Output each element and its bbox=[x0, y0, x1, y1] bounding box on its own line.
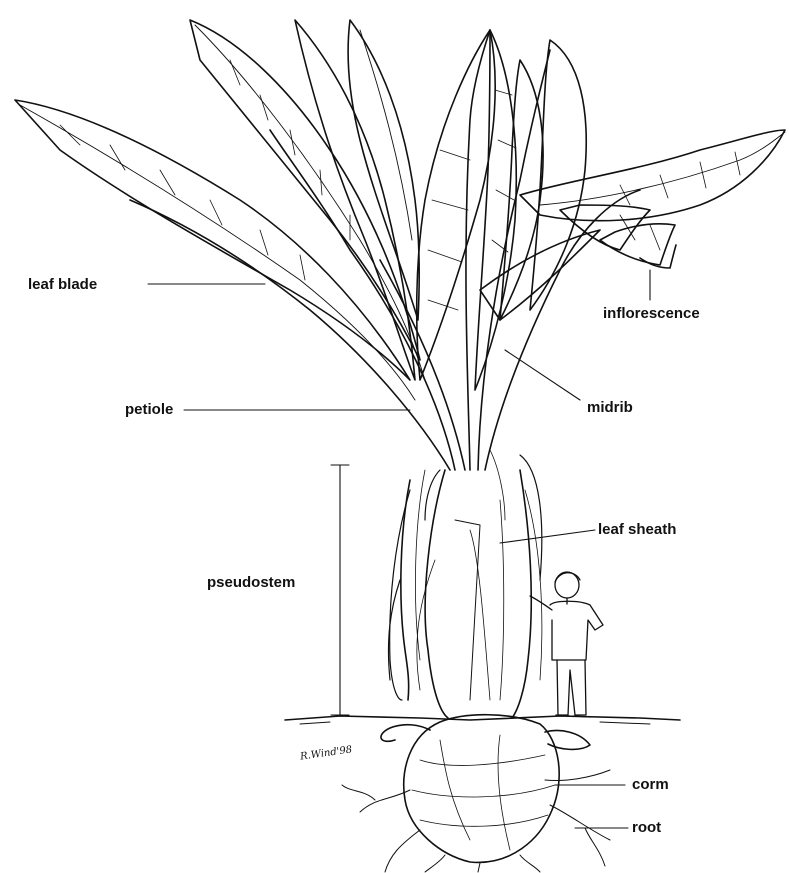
label-pseudostem: pseudostem bbox=[207, 574, 295, 592]
pseudostem bbox=[401, 450, 542, 718]
label-leaf-sheath: leaf sheath bbox=[598, 521, 676, 539]
leader-leaf-sheath bbox=[500, 530, 595, 543]
hanging-old-leaves bbox=[388, 455, 541, 700]
leader-midrib bbox=[505, 350, 580, 400]
label-leaf-blade: leaf blade bbox=[28, 276, 97, 294]
corm bbox=[381, 715, 590, 863]
label-petiole: petiole bbox=[125, 401, 173, 419]
label-corm: corm bbox=[632, 776, 669, 794]
leaf-blades bbox=[15, 20, 785, 400]
label-inflorescence: inflorescence bbox=[603, 305, 700, 323]
leader-lines bbox=[148, 270, 650, 828]
ground-line bbox=[285, 716, 680, 724]
label-midrib: midrib bbox=[587, 399, 633, 417]
label-root: root bbox=[632, 819, 661, 837]
